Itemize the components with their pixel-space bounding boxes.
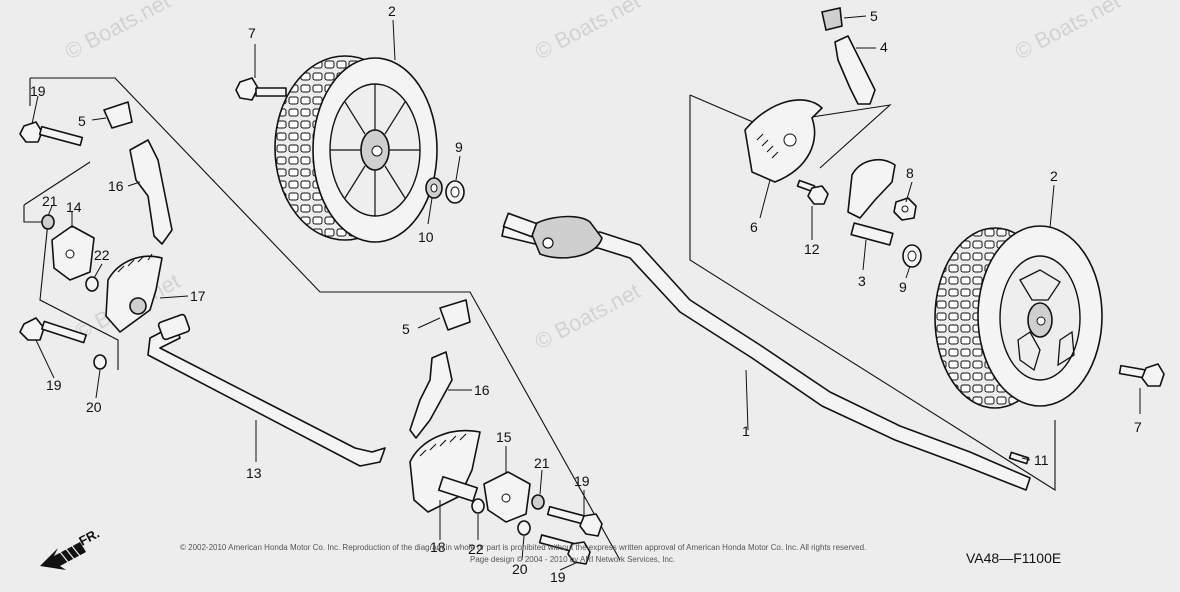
right-lever-clip bbox=[821, 7, 843, 31]
callout-4: 4 bbox=[880, 39, 888, 55]
center-clip bbox=[439, 299, 471, 331]
center-lever bbox=[409, 351, 453, 439]
copyright-line-1: © 2002-2010 American Honda Motor Co. Inc… bbox=[180, 543, 866, 552]
front-direction-arrow: FR. bbox=[40, 526, 102, 570]
callout-18: 18 bbox=[430, 539, 446, 555]
callout-6: 6 bbox=[750, 219, 758, 235]
axle-stub bbox=[502, 212, 538, 238]
height-adjust-rod bbox=[147, 313, 386, 467]
callout-20: 20 bbox=[512, 561, 528, 577]
left-lower-bolt bbox=[19, 317, 87, 344]
wheel-bolt-left bbox=[235, 77, 287, 101]
center-height-plate bbox=[409, 429, 481, 513]
callout-22: 22 bbox=[468, 541, 484, 557]
left-upper-washer-small bbox=[85, 276, 99, 292]
left-lower-washer bbox=[93, 354, 107, 370]
right-bolt bbox=[796, 179, 829, 205]
copyright-line-2: Page design © 2004 - 2010 by ARI Network… bbox=[470, 555, 675, 564]
callout-9: 9 bbox=[899, 279, 907, 295]
callout-5: 5 bbox=[78, 113, 86, 129]
callout-13: 13 bbox=[246, 465, 262, 481]
assembly-frames bbox=[23, 77, 1056, 561]
callout-14: 14 bbox=[66, 199, 82, 215]
callout-numbers: 1 2 2 3 4 5 5 5 6 7 7 8 9 9 10 11 12 13 … bbox=[30, 3, 1142, 585]
center-bracket bbox=[483, 471, 531, 523]
callout-5: 5 bbox=[402, 321, 410, 337]
callout-7: 7 bbox=[1134, 419, 1142, 435]
callout-21: 21 bbox=[42, 193, 58, 209]
callout-21: 21 bbox=[534, 455, 550, 471]
callout-19: 19 bbox=[30, 83, 46, 99]
right-height-plate bbox=[744, 99, 823, 183]
watermark-text: © Boats.net bbox=[61, 0, 175, 64]
washers bbox=[425, 177, 922, 268]
center-bolt-upper bbox=[546, 505, 603, 537]
diagram-code: VA48—F1100E bbox=[966, 550, 1061, 566]
callout-11: 11 bbox=[1034, 452, 1049, 468]
rear-wheel-left bbox=[274, 55, 438, 243]
callout-5: 5 bbox=[870, 8, 878, 24]
callout-19: 19 bbox=[550, 569, 566, 585]
left-upper-bracket bbox=[51, 225, 95, 281]
callout-1: 1 bbox=[742, 423, 750, 439]
watermark-text: © Boats.net bbox=[1011, 0, 1125, 64]
left-upper-height-plate bbox=[105, 253, 163, 333]
wheel-bolt-right bbox=[1118, 363, 1165, 387]
callout-17: 17 bbox=[190, 288, 206, 304]
right-pivot-bracket bbox=[847, 159, 896, 246]
watermark-text: © Boats.net bbox=[531, 0, 645, 64]
callout-7: 7 bbox=[248, 25, 256, 41]
left-upper-washer bbox=[41, 214, 55, 230]
callout-19: 19 bbox=[574, 473, 590, 489]
right-nut bbox=[893, 197, 917, 221]
callout-16: 16 bbox=[108, 178, 124, 194]
right-adjust-lever bbox=[834, 35, 876, 105]
retaining-pin bbox=[1008, 451, 1030, 465]
callout-8: 8 bbox=[906, 165, 914, 181]
callout-16: 16 bbox=[474, 382, 490, 398]
center-bolt-lower bbox=[538, 534, 591, 565]
callout-12: 12 bbox=[804, 241, 820, 257]
left-upper-bolt bbox=[19, 121, 84, 147]
left-upper-clip bbox=[103, 101, 133, 129]
callout-15: 15 bbox=[496, 429, 512, 445]
rear-wheel-right bbox=[934, 225, 1103, 409]
center-washers bbox=[471, 494, 545, 536]
callout-10: 10 bbox=[418, 229, 434, 245]
callout-19: 19 bbox=[46, 377, 62, 393]
rear-axle-rod bbox=[501, 215, 1031, 491]
callout-20: 20 bbox=[86, 399, 102, 415]
callout-3: 3 bbox=[858, 273, 866, 289]
leader-lines bbox=[31, 15, 1141, 571]
callout-22: 22 bbox=[94, 247, 110, 263]
left-upper-lever bbox=[129, 139, 173, 245]
callout-9: 9 bbox=[455, 139, 463, 155]
callout-2: 2 bbox=[388, 3, 396, 19]
watermark-text: © Boats.net bbox=[531, 278, 645, 354]
callout-2: 2 bbox=[1050, 168, 1058, 184]
